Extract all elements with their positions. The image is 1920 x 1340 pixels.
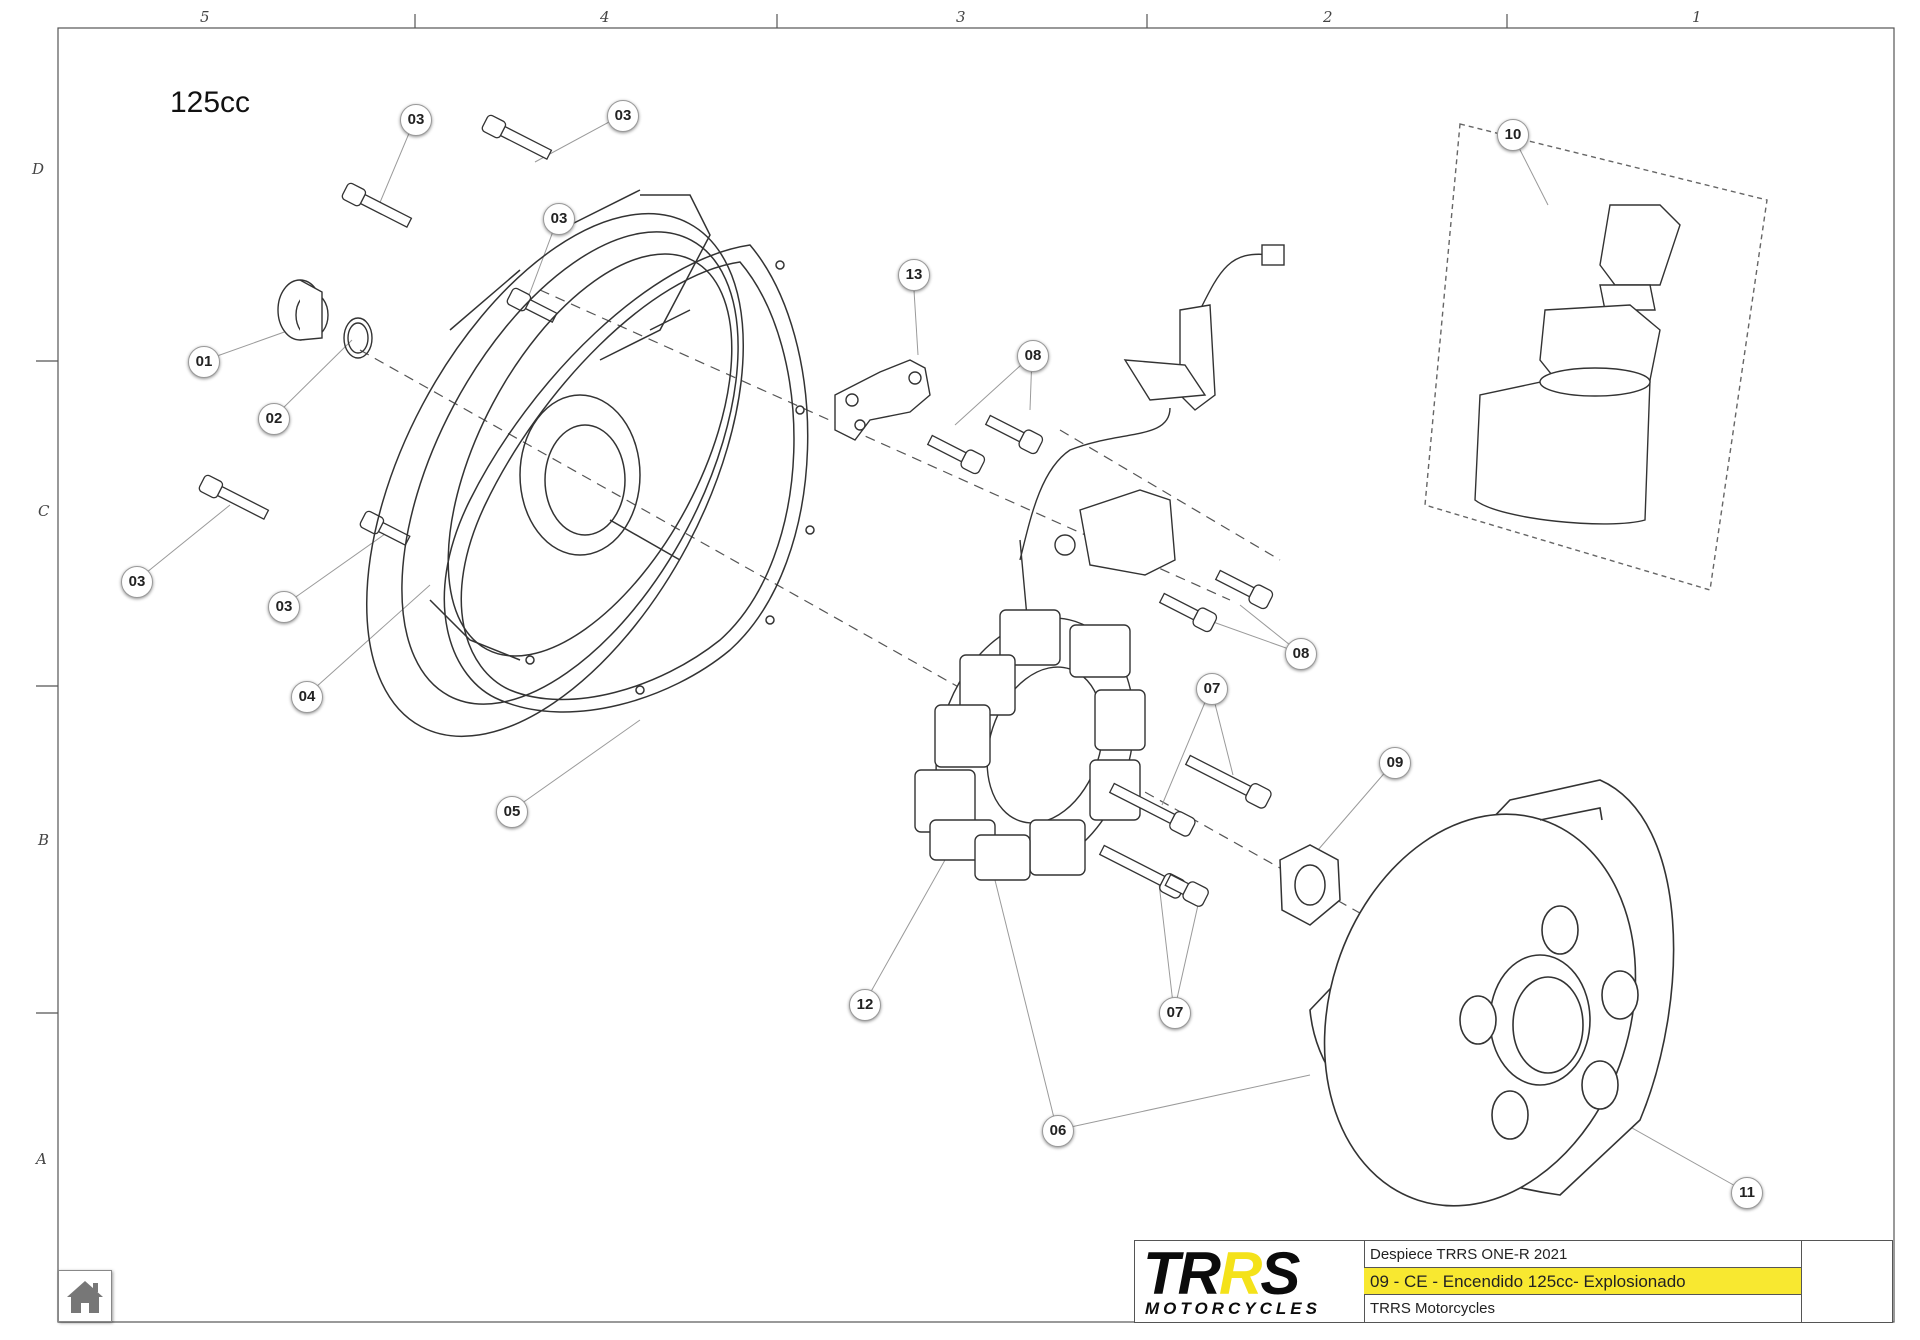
callout-03: 03	[121, 566, 153, 598]
callout-02: 02	[258, 403, 290, 435]
callout-10: 10	[1497, 119, 1529, 151]
part-11-flywheel-rotor	[1309, 779, 1675, 1207]
part-08-bolts	[926, 414, 1274, 633]
callout-08: 08	[1017, 340, 1049, 372]
column-label-4: 4	[600, 8, 610, 26]
callout-12: 12	[849, 989, 881, 1021]
callout-08: 08	[1285, 638, 1317, 670]
home-button[interactable]	[58, 1270, 112, 1322]
row-label-b: B	[38, 831, 50, 849]
emblem-cell	[1801, 1241, 1893, 1322]
callout-03: 03	[543, 203, 575, 235]
logo-accent-letter: R	[1218, 1240, 1262, 1307]
callout-03: 03	[607, 100, 639, 132]
callout-03: 03	[400, 104, 432, 136]
part-07-bolts	[1098, 754, 1272, 907]
stator-wiring-harness	[1019, 244, 1285, 651]
engine-variant-label: 125cc	[170, 86, 251, 119]
row-label-a: A	[36, 1150, 47, 1168]
logo-letters: TR	[1143, 1240, 1221, 1307]
callout-07: 07	[1159, 997, 1191, 1029]
column-label-3: 3	[956, 8, 966, 26]
callout-09: 09	[1379, 747, 1411, 779]
callout-13: 13	[898, 259, 930, 291]
section-title: 09 - CE - Encendido 125cc- Explosionado	[1364, 1268, 1801, 1295]
row-label-d: D	[32, 160, 45, 178]
part-12-stator	[914, 609, 1146, 881]
part-04-ignition-cover	[365, 189, 745, 738]
logo-subtitle: MOTORCYCLES	[1145, 1299, 1321, 1318]
logo-letters-end: S	[1260, 1240, 1300, 1307]
part-13-cable-bracket	[834, 359, 931, 441]
part-02-o-ring	[343, 317, 373, 359]
trrs-logo: TRRS MOTORCYCLES	[1135, 1241, 1365, 1322]
part-01-cover-plug	[277, 279, 329, 341]
column-label-2: 2	[1323, 8, 1333, 26]
document-title: Despiece TRRS ONE-R 2021	[1364, 1241, 1801, 1268]
callout-01: 01	[188, 346, 220, 378]
callout-04: 04	[291, 681, 323, 713]
column-label-5: 5	[200, 8, 210, 26]
part-05-gasket	[443, 244, 815, 713]
column-label-1: 1	[1692, 8, 1702, 26]
callout-05: 05	[496, 796, 528, 828]
callout-03: 03	[268, 591, 300, 623]
callout-07: 07	[1196, 673, 1228, 705]
part-10-flywheel-puller	[1424, 123, 1768, 591]
home-icon	[67, 1281, 103, 1313]
callout-11: 11	[1731, 1177, 1763, 1209]
title-info: Despiece TRRS ONE-R 2021 09 - CE - Encen…	[1364, 1241, 1801, 1322]
part-09-flywheel-nut	[1279, 844, 1341, 926]
company-name: TRRS Motorcycles	[1370, 1300, 1496, 1317]
row-label-c: C	[38, 502, 50, 520]
title-block: TRRS MOTORCYCLES Despiece TRRS ONE-R 202…	[1134, 1240, 1893, 1323]
sheet-frame	[36, 14, 1895, 1323]
part-03-bolts	[198, 114, 558, 547]
callout-06: 06	[1042, 1115, 1074, 1147]
